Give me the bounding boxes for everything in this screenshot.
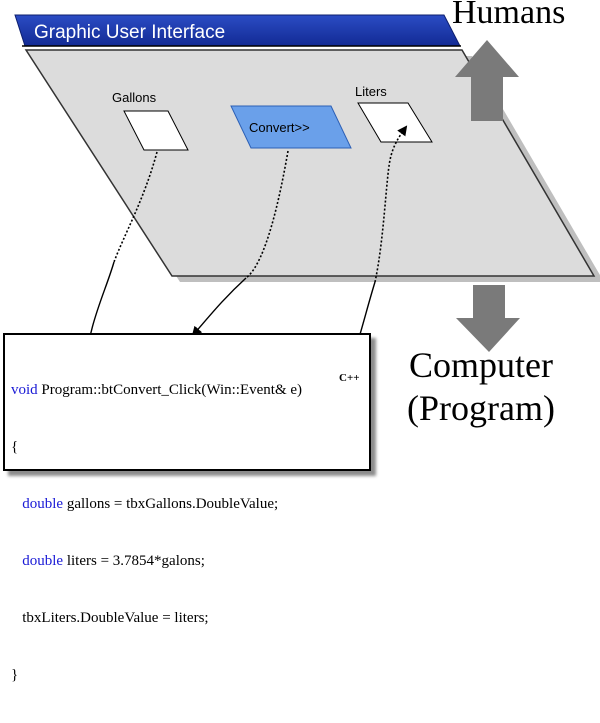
- convert-connector: [191, 277, 247, 337]
- gallons-textbox[interactable]: [123, 110, 189, 151]
- code-line-5: tbxLiters.DoubleValue = liters;: [11, 609, 369, 628]
- code-text: Program::btConvert_Click(Win::Event& e): [37, 382, 303, 398]
- code-text: {: [11, 439, 19, 455]
- convert-button-label: Convert>>: [249, 120, 310, 135]
- humans-label: Humans: [452, 0, 566, 31]
- liters-label: Liters: [355, 84, 387, 99]
- down-arrow-icon: [456, 285, 520, 352]
- up-arrow-icon: [455, 40, 519, 121]
- computer-label-line2: (Program): [407, 388, 555, 428]
- code-line-1: void Program::btConvert_Click(Win::Event…: [11, 381, 369, 400]
- code-text: gallons = tbxGallons.DoubleValue;: [63, 496, 279, 512]
- title-bar-text: Graphic User Interface: [34, 22, 225, 43]
- code-keyword: double: [11, 553, 64, 569]
- code-keyword: double: [11, 496, 64, 512]
- diagram: Graphic User Interface Gallons Convert>>…: [3, 0, 600, 683]
- code-line-6: }: [11, 666, 369, 685]
- code-keyword: void: [11, 382, 38, 398]
- liters-textbox[interactable]: [357, 102, 433, 143]
- gallons-connector-dotted: [113, 151, 158, 263]
- code-line-4: double liters = 3.7854*galons;: [11, 552, 369, 571]
- code-line-3: double gallons = tbxGallons.DoubleValue;: [11, 495, 369, 514]
- gallons-label: Gallons: [112, 90, 157, 105]
- diagram-canvas: Graphic User Interface Gallons Convert>>…: [14, 14, 600, 469]
- gui-panel: [24, 49, 596, 277]
- code-text: }: [11, 667, 19, 683]
- convert-button[interactable]: [230, 105, 352, 149]
- code-text: liters = 3.7854*galons;: [63, 553, 205, 569]
- code-box: void Program::btConvert_Click(Win::Event…: [3, 333, 371, 683]
- computer-label: Computer (Program): [396, 344, 566, 430]
- computer-label-line1: Computer: [409, 345, 553, 385]
- code-text: tbxLiters.DoubleValue = liters;: [11, 610, 209, 626]
- liters-connector-dotted: [374, 125, 408, 283]
- language-tag: C++: [339, 372, 360, 384]
- code-line-2: {: [11, 438, 369, 457]
